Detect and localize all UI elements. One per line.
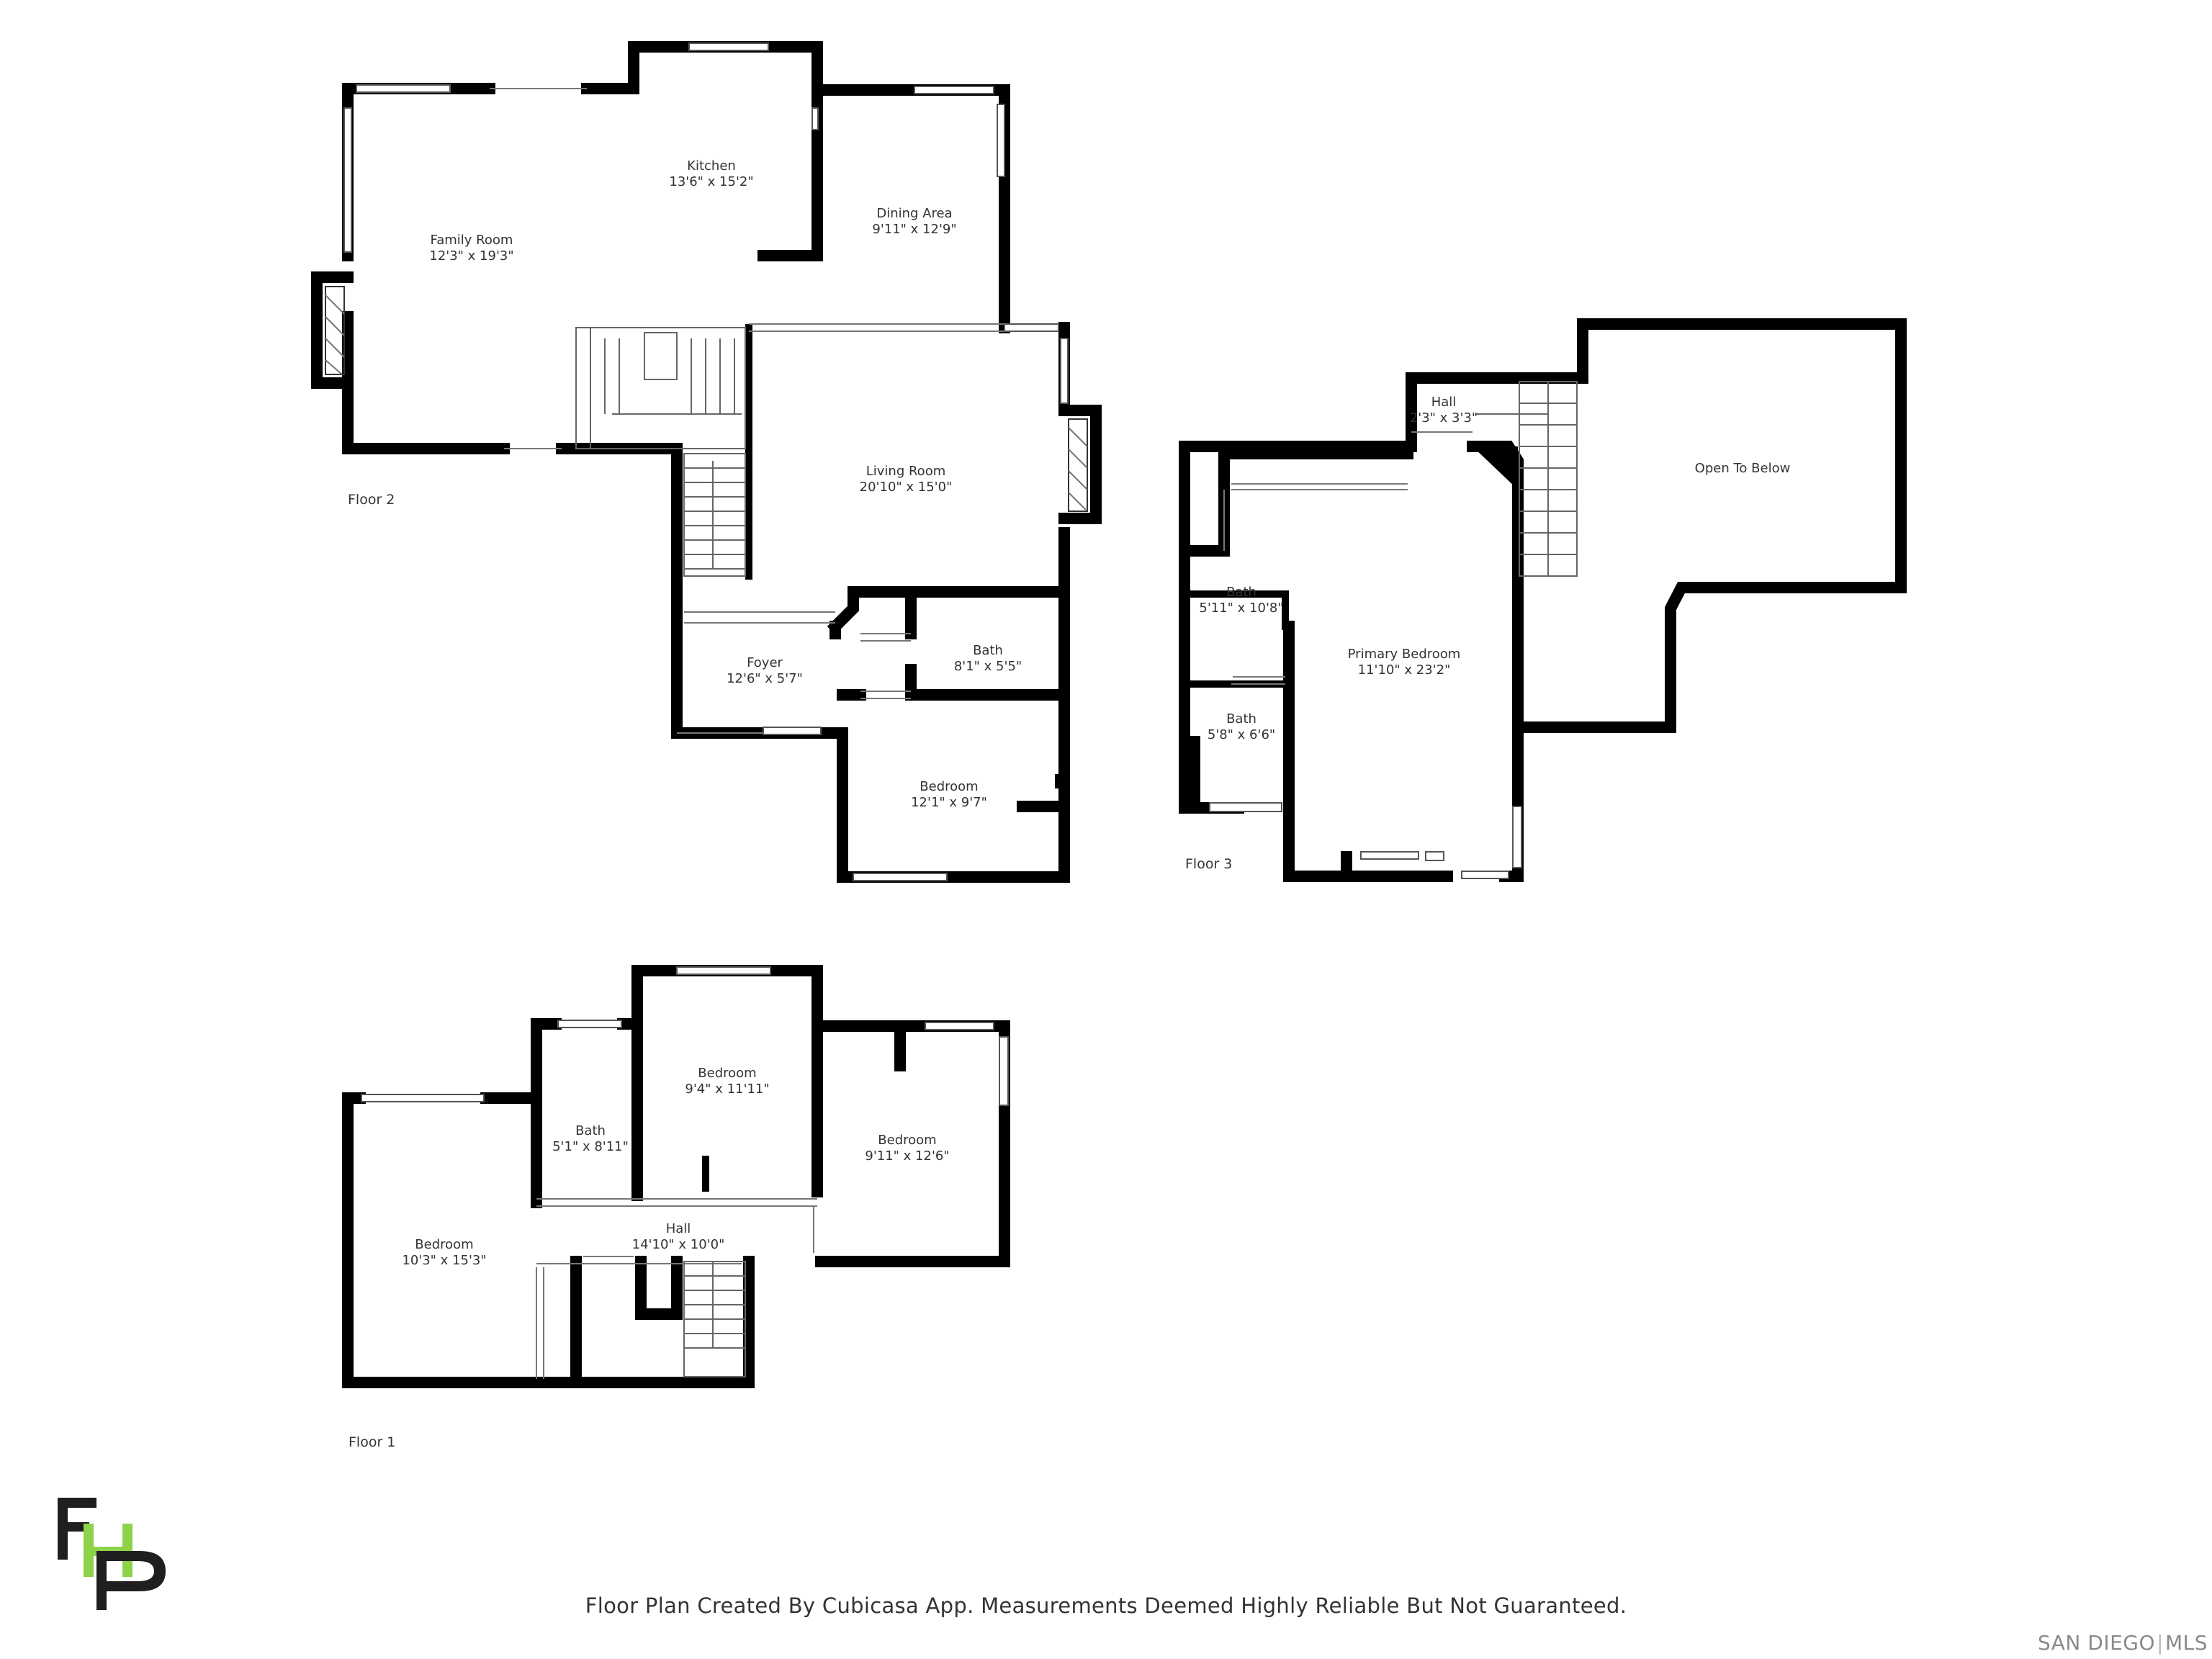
room-name: Bedroom xyxy=(920,779,979,794)
room-dining-area: Dining Area 9'11" x 12'9" xyxy=(872,206,956,238)
room-name: Living Room xyxy=(866,464,946,479)
room-open-to-below: Open To Below xyxy=(1695,461,1791,477)
room-dims: 12'3" x 19'3" xyxy=(429,248,514,264)
room-name: Bath xyxy=(973,643,1003,658)
floor-2-fireplaces xyxy=(325,286,1088,512)
room-foyer: Foyer 12'6" x 5'7" xyxy=(727,655,803,687)
floor-2-stairs xyxy=(575,327,746,577)
room-hall-floor-1: Hall 14'10" x 10'0" xyxy=(632,1221,725,1253)
room-name: Bedroom xyxy=(415,1237,474,1252)
room-dims: 9'4" x 11'11" xyxy=(685,1082,770,1097)
floor-1-stairs xyxy=(683,1261,746,1377)
room-bedroom-floor-2: Bedroom 12'1" x 9'7" xyxy=(911,779,987,811)
floor-3-windows-and-openings xyxy=(1209,431,1522,879)
room-dims: 5'8" x 6'6" xyxy=(1207,727,1276,742)
floor-1-windows-and-openings xyxy=(361,966,1009,1379)
room-name: Bath xyxy=(1226,711,1256,727)
room-name: Bath xyxy=(575,1123,606,1138)
watermark-right: MLS xyxy=(2164,1631,2208,1655)
disclaimer-note: Floor Plan Created By Cubicasa App. Meas… xyxy=(585,1593,1627,1618)
room-living-room: Living Room 20'10" x 15'0" xyxy=(860,464,953,495)
room-dims: 9'11" x 12'6" xyxy=(865,1148,950,1164)
room-hall-floor-3: Hall 2'3" x 3'3" xyxy=(1410,395,1478,426)
room-dims: 13'6" x 15'2" xyxy=(669,174,754,189)
fhp-logo-icon xyxy=(58,1498,166,1610)
floor-label-2: Floor 2 xyxy=(348,492,395,508)
room-name: Kitchen xyxy=(687,158,736,174)
room-bedroom-floor-1-a: Bedroom 9'4" x 11'11" xyxy=(685,1066,769,1097)
room-dims: 20'10" x 15'0" xyxy=(859,480,953,495)
room-name: Open To Below xyxy=(1694,461,1791,476)
room-bath-floor-3-b: Bath 5'8" x 6'6" xyxy=(1208,711,1275,743)
room-bath-floor-1: Bath 5'1" x 8'11" xyxy=(552,1123,629,1155)
room-name: Family Room xyxy=(430,233,513,248)
room-name: Hall xyxy=(1431,395,1457,410)
room-name: Bedroom xyxy=(698,1066,757,1081)
room-bedroom-floor-1-b: Bedroom 9'11" x 12'6" xyxy=(865,1133,949,1164)
floor-label-1: Floor 1 xyxy=(349,1434,396,1450)
room-family-room: Family Room 12'3" x 19'3" xyxy=(429,233,513,264)
room-dims: 12'6" x 5'7" xyxy=(727,671,803,686)
room-dims: 5'11" x 10'8" xyxy=(1199,601,1284,616)
room-name: Dining Area xyxy=(876,206,953,221)
room-name: Bedroom xyxy=(878,1133,937,1148)
room-dims: 8'1" x 5'5" xyxy=(953,659,1022,674)
room-bedroom-floor-1-c: Bedroom 10'3" x 15'3" xyxy=(402,1237,486,1269)
room-primary-bedroom: Primary Bedroom 11'10" x 23'2" xyxy=(1348,647,1461,678)
room-dims: 5'1" x 8'11" xyxy=(552,1139,629,1154)
room-name: Foyer xyxy=(747,655,783,670)
room-bath-floor-3-a: Bath 5'11" x 10'8" xyxy=(1199,585,1283,616)
room-kitchen: Kitchen 13'6" x 15'2" xyxy=(669,158,753,190)
floor-3-stairs xyxy=(1476,381,1578,577)
room-dims: 2'3" x 3'3" xyxy=(1409,410,1478,426)
room-bath-floor-2: Bath 8'1" x 5'5" xyxy=(954,643,1022,675)
room-name: Hall xyxy=(665,1221,691,1236)
room-dims: 11'10" x 23'2" xyxy=(1357,662,1451,678)
room-name: Primary Bedroom xyxy=(1347,647,1461,662)
floor-1-walls xyxy=(342,965,1010,1388)
room-name: Bath xyxy=(1226,585,1256,600)
room-dims: 10'3" x 15'3" xyxy=(402,1253,487,1268)
room-dims: 9'11" x 12'9" xyxy=(872,222,957,237)
floor-2-windows-and-openings xyxy=(343,42,1069,881)
watermark-left: SAN DIEGO xyxy=(2037,1631,2156,1655)
floor-3-walls xyxy=(1179,318,1907,882)
floor-label-3: Floor 3 xyxy=(1185,856,1233,872)
mls-watermark: SAN DIEGO|MLS xyxy=(2037,1631,2208,1655)
room-dims: 12'1" x 9'7" xyxy=(911,795,987,810)
room-dims: 14'10" x 10'0" xyxy=(631,1237,725,1252)
